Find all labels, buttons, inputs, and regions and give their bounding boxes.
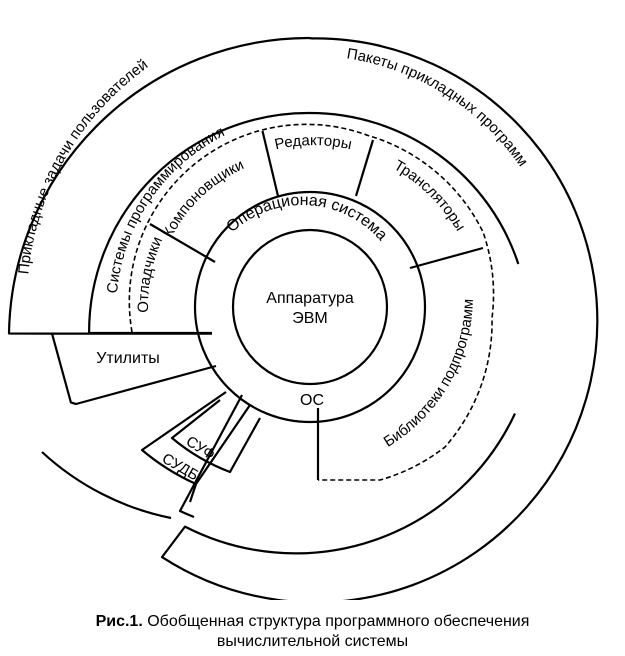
prog-systems-outer-boundary (87, 111, 520, 334)
libraries-label: Библиотеки подпрограмм (381, 299, 477, 451)
os-ring-label: Операционая система (223, 192, 390, 244)
separator-editors-translators (354, 139, 375, 197)
tools-dashed-boundary (128, 123, 495, 481)
debuggers-label: Отладчики (135, 234, 166, 312)
hardware-label-line2: ЭВМ (292, 310, 328, 327)
software-structure-diagram: Аппаратура ЭВМ Операционая система ОС Ре… (7, 36, 599, 600)
caption-line1: Рис.1. Обобщенная структура программного… (0, 612, 625, 632)
suf-panel-boundary (170, 399, 261, 474)
separator-translators-libraries (409, 246, 484, 270)
utilities-panel-boundary (50, 332, 217, 406)
prog-systems-label: Системы программирования (104, 123, 227, 294)
caption-text-line2: вычислительной системы (216, 633, 409, 650)
hardware-label-line1: Аппаратура (266, 290, 354, 307)
hardware-core (231, 228, 389, 386)
app-tasks-outer-boundary (7, 36, 309, 335)
sudb-panel-boundary (140, 391, 251, 503)
separator-debuggers-linkers (149, 223, 216, 263)
sudb-outer-boundary (178, 394, 243, 519)
left-lower-outer-boundary (41, 451, 172, 520)
caption-text-line1: Обобщенная структура программного обеспе… (147, 613, 530, 630)
os-ring-outer (193, 190, 427, 424)
editors-label: Редакторы (273, 132, 353, 153)
app-packages-outer-boundary (160, 36, 599, 600)
app-packages-label: Пакеты прикладных программ (346, 45, 532, 169)
caption-figure-label: Рис.1. (95, 613, 143, 630)
os-short-label: ОС (300, 392, 324, 409)
figure-caption: Рис.1. Обобщенная структура программного… (0, 612, 625, 652)
separator-linkers-editors (261, 130, 280, 197)
utilities-label: Утилиты (96, 350, 160, 367)
